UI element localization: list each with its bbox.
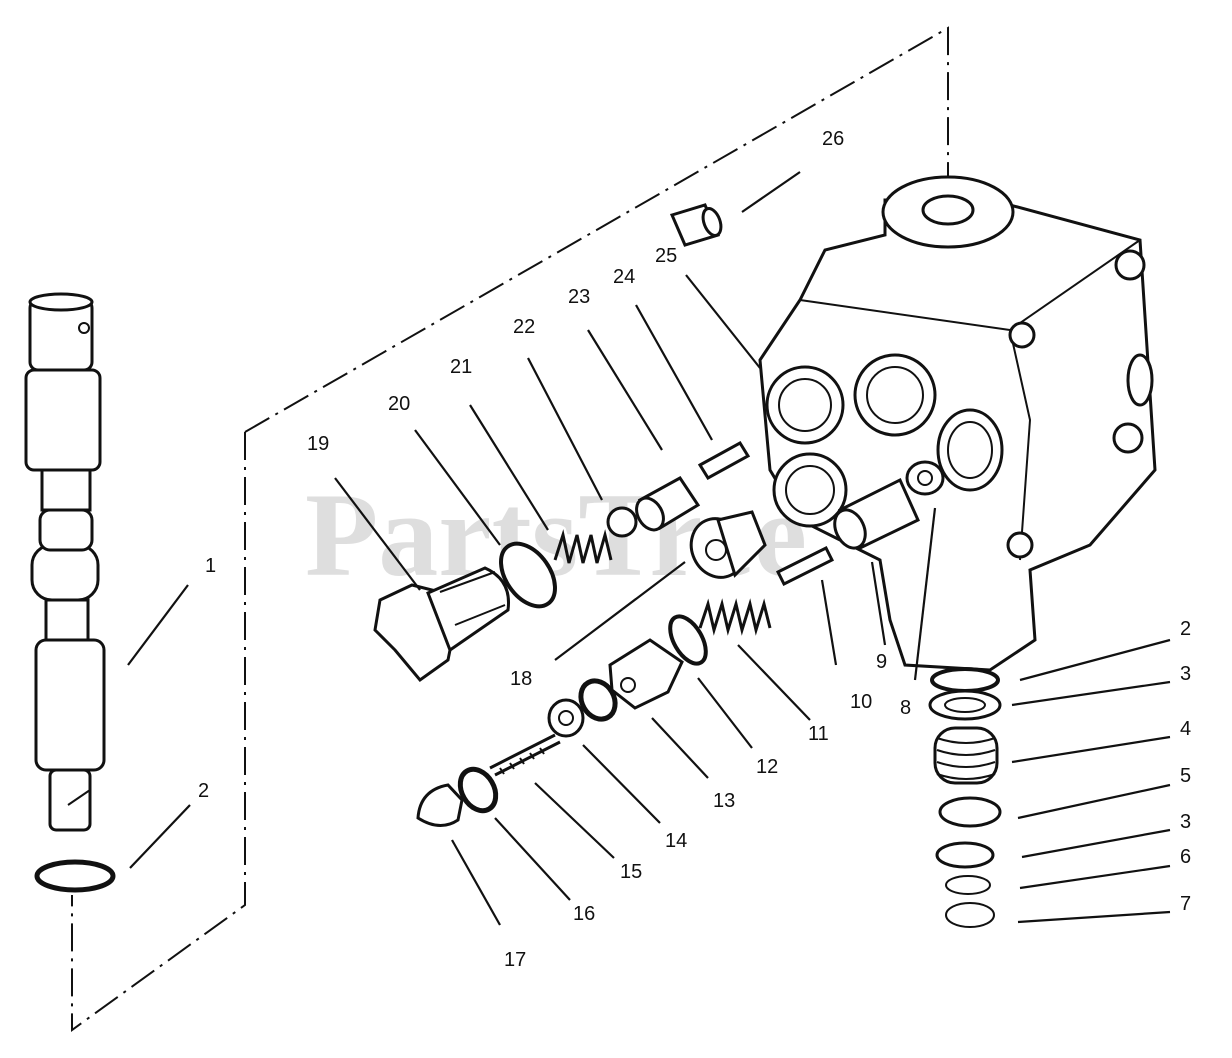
valve-body-part [758, 175, 1157, 672]
o-ring-part [930, 667, 1000, 693]
washer-part [457, 766, 499, 814]
callout-6: 6 [1180, 846, 1191, 868]
washer-part [935, 841, 995, 869]
plug-part [373, 566, 511, 683]
seat-part [905, 460, 945, 496]
spring-part [553, 529, 613, 564]
callout-21: 21 [450, 356, 472, 378]
nut-part [547, 698, 585, 738]
callout-18: 18 [510, 668, 532, 690]
callout-16: 16 [573, 903, 595, 925]
callout-19: 19 [307, 433, 329, 455]
leader-lines [127, 171, 1171, 926]
callout-3: 3 [1180, 663, 1191, 685]
retaining-ring-part [945, 902, 995, 928]
callout-25: 25 [655, 245, 677, 267]
snap-ring-part [945, 875, 991, 895]
assembly-reference-lines [71, 26, 949, 1032]
o-ring-part [668, 614, 708, 666]
callout-4: 4 [1180, 718, 1191, 740]
callout-1: 1 [205, 555, 216, 577]
callout-26: 26 [822, 128, 844, 150]
callout-15: 15 [620, 861, 642, 883]
callout-labels: 1 2 2 3 3 4 5 6 7 8 9 10 11 12 13 14 15 … [198, 128, 1191, 971]
callout-8: 8 [900, 697, 911, 719]
washer-part [928, 689, 1002, 721]
spool-part [24, 292, 106, 832]
callout-24: 24 [613, 266, 635, 288]
callout-2: 2 [198, 780, 209, 802]
poppet-part [635, 476, 701, 532]
callout-22: 22 [513, 316, 535, 338]
callout-7: 7 [1180, 893, 1191, 915]
adjusting-screw-part [489, 733, 561, 777]
callout-3: 3 [1180, 811, 1191, 833]
pin-part [775, 545, 835, 587]
callout-2: 2 [1180, 618, 1191, 640]
callout-5: 5 [1180, 765, 1191, 787]
callout-12: 12 [756, 756, 778, 778]
callout-13: 13 [713, 790, 735, 812]
set-screw-part [689, 510, 767, 579]
spacer-part [938, 796, 1002, 828]
callout-23: 23 [568, 286, 590, 308]
callout-14: 14 [665, 830, 687, 852]
o-ring-part [499, 541, 557, 609]
seal-stack [928, 667, 1002, 928]
acorn-nut-part [416, 783, 464, 827]
seal-part [578, 678, 618, 722]
callout-17: 17 [504, 949, 526, 971]
callout-9: 9 [876, 651, 887, 673]
o-ring-part [34, 859, 116, 893]
callout-10: 10 [850, 691, 872, 713]
adjuster-part [608, 638, 684, 710]
callout-11: 11 [808, 723, 829, 745]
pin-part [697, 440, 751, 481]
pipe-plug-part [669, 203, 723, 247]
sleeve-part [833, 477, 920, 550]
callout-20: 20 [388, 393, 410, 415]
spring-part [698, 598, 772, 636]
ball-part [606, 506, 638, 538]
